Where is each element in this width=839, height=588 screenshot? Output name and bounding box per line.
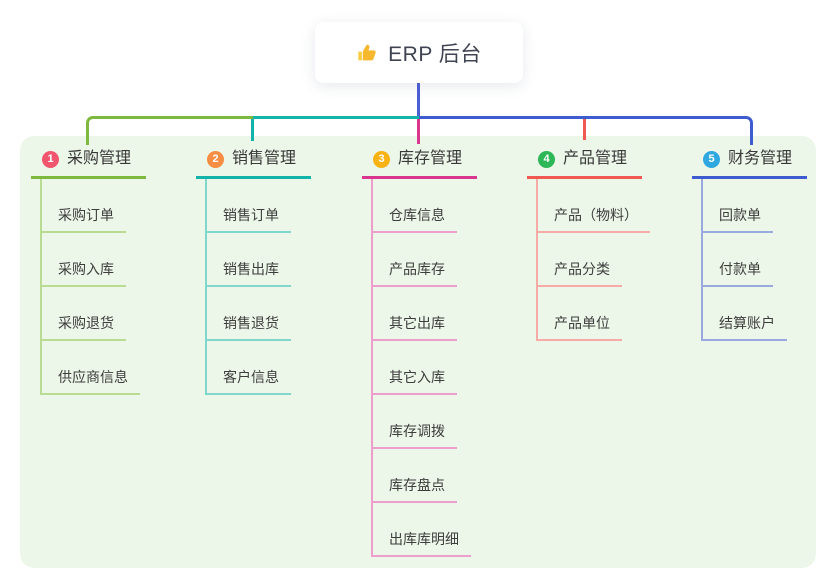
thumbs-up-icon (356, 42, 378, 64)
child-node[interactable]: 采购入库 (42, 233, 126, 287)
branch-number-badge: 3 (373, 150, 390, 168)
child-node[interactable]: 其它出库 (373, 287, 457, 341)
child-node[interactable]: 库存调拨 (373, 395, 457, 449)
branch-children: 产品（物料）产品分类产品单位 (536, 179, 650, 341)
child-node[interactable]: 出库库明细 (373, 503, 471, 557)
branch-label: 库存管理 (398, 150, 463, 167)
branch-3: 3 库存管理 仓库信息产品库存其它出库其它入库库存调拨库存盘点出库库明细 (362, 148, 477, 557)
branch-4: 4 产品管理 产品（物料）产品分类产品单位 (527, 148, 650, 341)
branch-children: 仓库信息产品库存其它出库其它入库库存调拨库存盘点出库库明细 (371, 179, 471, 557)
background-panel (20, 136, 816, 568)
connector-branch-4-drop (583, 119, 586, 140)
root-title: ERP 后台 (388, 42, 482, 66)
branch-2: 2 销售管理 销售订单销售出库销售退货客户信息 (196, 148, 311, 395)
child-node[interactable]: 回款单 (703, 179, 773, 233)
branch-children: 回款单付款单结算账户 (701, 179, 787, 341)
branch-number-badge: 1 (42, 150, 59, 168)
child-node[interactable]: 销售退货 (207, 287, 291, 341)
branch-children: 采购订单采购入库采购退货供应商信息 (40, 179, 140, 395)
child-node[interactable]: 销售订单 (207, 179, 291, 233)
child-node[interactable]: 产品单位 (538, 287, 622, 341)
child-node[interactable]: 产品库存 (373, 233, 457, 287)
root-connector-line (417, 83, 420, 116)
child-node[interactable]: 付款单 (703, 233, 773, 287)
branch-header[interactable]: 3 库存管理 (362, 148, 477, 179)
child-node[interactable]: 产品（物料） (538, 179, 650, 233)
branch-label: 采购管理 (67, 150, 132, 167)
branch-label: 销售管理 (232, 150, 297, 167)
connector-branch-5 (419, 116, 753, 145)
connector-branch-2-horizontal (253, 116, 419, 119)
child-node[interactable]: 结算账户 (703, 287, 787, 341)
child-node[interactable]: 其它入库 (373, 341, 457, 395)
branch-1: 1 采购管理 采购订单采购入库采购退货供应商信息 (31, 148, 146, 395)
branch-label: 产品管理 (563, 150, 628, 167)
child-node[interactable]: 采购订单 (42, 179, 126, 233)
child-node[interactable]: 仓库信息 (373, 179, 457, 233)
connector-branch-1 (86, 116, 256, 145)
child-node[interactable]: 库存盘点 (373, 449, 457, 503)
branch-number-badge: 2 (207, 150, 224, 168)
child-node[interactable]: 销售出库 (207, 233, 291, 287)
connector-branch-2-drop (251, 119, 254, 141)
child-node[interactable]: 供应商信息 (42, 341, 140, 395)
child-node[interactable]: 客户信息 (207, 341, 291, 395)
branch-number-badge: 4 (538, 150, 555, 168)
child-node[interactable]: 采购退货 (42, 287, 126, 341)
branch-5: 5 财务管理 回款单付款单结算账户 (692, 148, 807, 341)
child-node[interactable]: 产品分类 (538, 233, 622, 287)
branch-header[interactable]: 1 采购管理 (31, 148, 146, 179)
branch-header[interactable]: 4 产品管理 (527, 148, 642, 179)
branch-header[interactable]: 2 销售管理 (196, 148, 311, 179)
connector-branch-3-drop (417, 119, 420, 144)
branch-label: 财务管理 (728, 150, 793, 167)
branch-number-badge: 5 (703, 150, 720, 168)
root-node[interactable]: ERP 后台 (315, 22, 523, 83)
branch-children: 销售订单销售出库销售退货客户信息 (205, 179, 291, 395)
branch-header[interactable]: 5 财务管理 (692, 148, 807, 179)
